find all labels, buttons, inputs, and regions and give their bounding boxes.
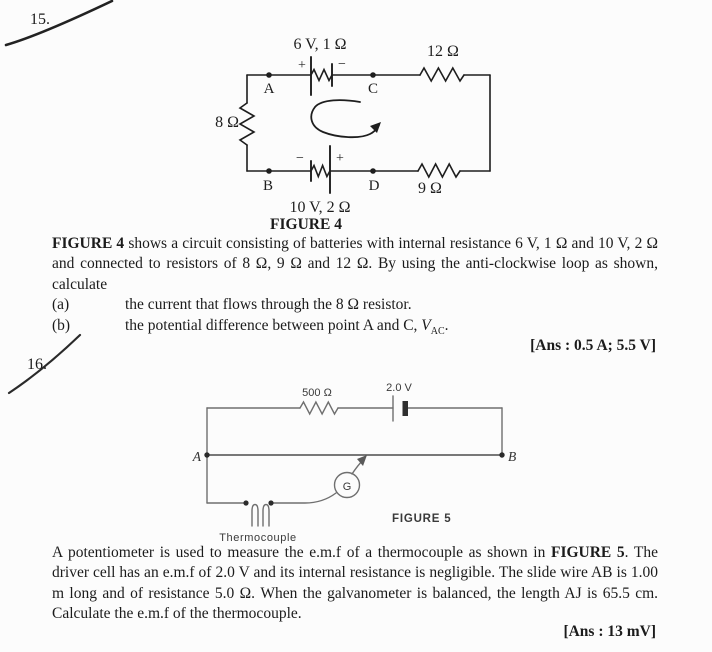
resistor-500ohm-label: 500 Ω (302, 387, 332, 399)
problem-16-answer: [Ans : 13 mV] (563, 623, 656, 640)
problem-15-statement: FIGURE 4 shows a circuit consisting of b… (52, 234, 658, 295)
node-d-label: D (369, 178, 380, 194)
voltage-subscript: AC (430, 326, 445, 338)
thermocouple-loop-left (251, 503, 259, 527)
problem-15-text: shows a circuit consisting of batteries … (52, 235, 658, 293)
item-b-period: . (444, 317, 449, 334)
problem-15-number: 15. (30, 11, 50, 28)
resistor-12ohm-symbol (419, 66, 465, 83)
item-b-label: (b) (52, 317, 71, 334)
resistor-9ohm-symbol (417, 162, 461, 179)
battery-10v-minus-sign: − (296, 151, 304, 166)
problem-16-statement: A potentiometer is used to measure the e… (52, 543, 658, 625)
problem-15-item-a: (a) the current that flows through the 8 … (52, 295, 658, 315)
battery-6v-plus-sign: + (298, 58, 306, 73)
figure5-caption: FIGURE 5 (392, 513, 451, 525)
node-a-label: A (192, 449, 202, 464)
battery-10v-label: 10 V, 2 Ω (289, 199, 350, 216)
item-a-label: (a) (52, 296, 70, 313)
battery-10v-zigzag (310, 163, 331, 179)
jockey-arrowhead (357, 455, 367, 466)
thermocouple-left-dot (243, 500, 249, 506)
figure4-circuit-diagram: 6 V, 1 Ω 12 Ω 8 Ω 10 V, 2 Ω 9 Ω A C B D … (215, 36, 491, 216)
node-b-dot (499, 452, 505, 458)
resistor-9ohm-label: 9 Ω (418, 180, 442, 197)
tick-stroke (4, 0, 114, 47)
figure4-wires (238, 56, 491, 194)
galvanometer-circle (333, 471, 361, 499)
node-b-dot (266, 168, 272, 174)
battery-6v-label: 6 V, 1 Ω (293, 36, 346, 53)
node-b-label: B (263, 178, 273, 194)
anticlockwise-loop-arrow (310, 99, 380, 139)
node-a-label: A (264, 81, 275, 97)
node-c-label: C (368, 81, 378, 97)
voltage-symbol: V (421, 317, 431, 334)
item-b-text: the potential difference between point A… (125, 317, 422, 334)
item-a-text: the current that flows through the 8 Ω r… (125, 296, 412, 313)
battery-6v-minus-sign: − (338, 57, 346, 72)
figure4-nodes (266, 72, 376, 174)
problem-15-item-b: (b) the potential difference between poin… (52, 316, 658, 342)
figure5-nodes (204, 452, 505, 506)
figure4-reference: FIGURE 4 (52, 235, 125, 252)
battery-10v-plus-sign: + (336, 151, 344, 166)
problem-16-text-2: . The driver cell has an e.m.f of 2.0 V … (52, 544, 658, 623)
resistor-12ohm-label: 12 Ω (427, 43, 459, 60)
thermocouple-loop-right (262, 503, 270, 527)
node-c-dot (370, 72, 376, 78)
figure5-circuit-diagram: 500 Ω 2.0 V A B G Thermocouple FIGURE 5 (192, 382, 517, 544)
node-d-dot (370, 168, 376, 174)
problem-16-text-1: A potentiometer is used to measure the e… (52, 544, 551, 561)
thermocouple-label: Thermocouple (219, 532, 297, 544)
tick-mark-16 (7, 333, 82, 395)
figure5-wires (206, 395, 503, 527)
loop-arrowhead (370, 122, 381, 133)
tick-stroke (7, 333, 82, 395)
node-b-label: B (508, 449, 516, 464)
node-a-dot (266, 72, 272, 78)
resistor-8ohm-label: 8 Ω (215, 114, 239, 131)
wire-to-galvanometer (270, 492, 337, 504)
resistor-500ohm-symbol (299, 400, 339, 416)
problem-15-answer: [Ans : 0.5 A; 5.5 V] (530, 337, 656, 354)
galvanometer-label: G (343, 481, 352, 493)
figure5-reference: FIGURE 5 (550, 544, 625, 561)
battery-6v-zigzag (310, 67, 333, 83)
resistor-8ohm-symbol (238, 102, 256, 146)
figure4-caption: FIGURE 4 (270, 216, 342, 233)
cell-short-plate (402, 401, 408, 416)
node-a-dot (204, 452, 210, 458)
tick-mark-15 (4, 0, 114, 47)
cell-2v-label: 2.0 V (386, 382, 412, 394)
thermocouple-right-dot (268, 500, 274, 506)
